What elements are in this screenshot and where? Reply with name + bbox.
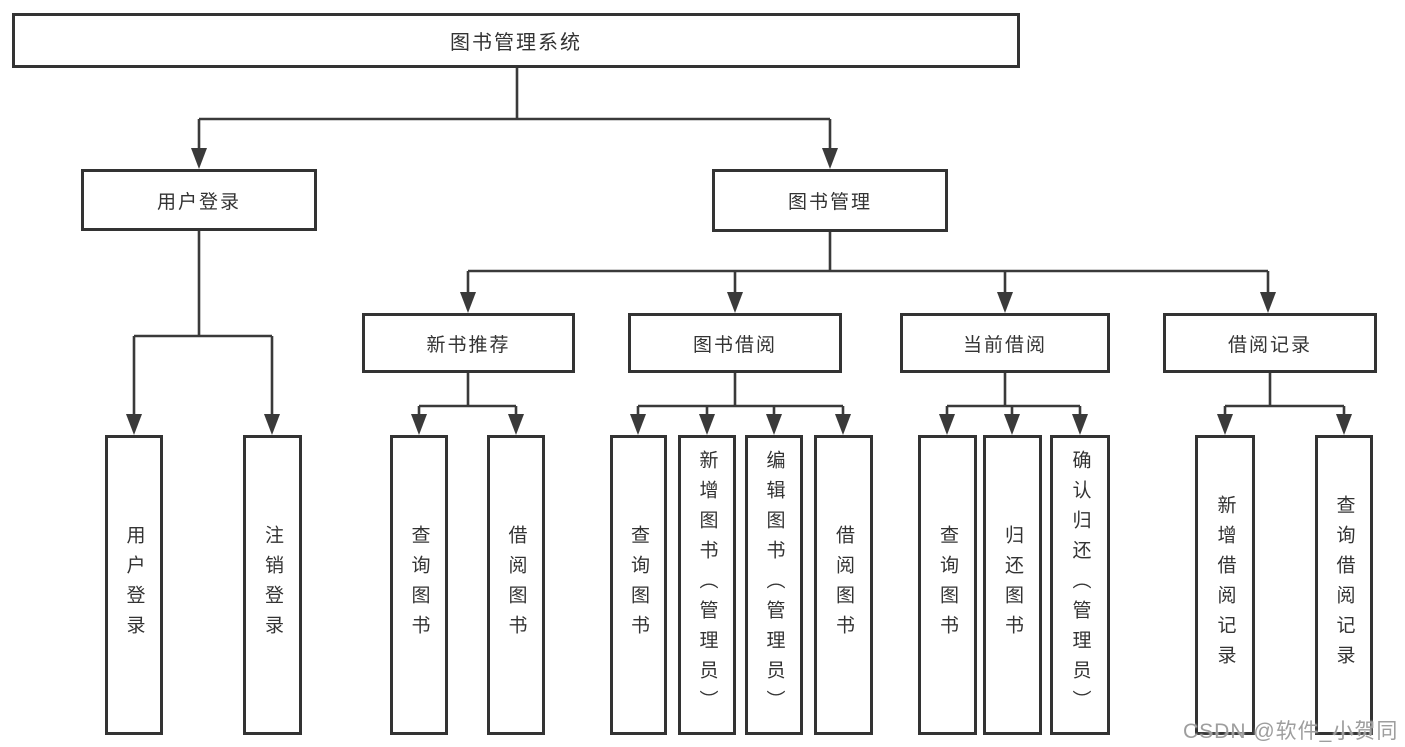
leaf-add-book-admin: 新增图书（管理员）: [678, 435, 736, 735]
leaf-query-books-2: 查询图书: [610, 435, 667, 735]
csdn-watermark: CSDN @软件_小贺同学: [1183, 720, 1399, 743]
leaf-borrow-books-1: 借阅图书: [487, 435, 545, 735]
leaf-return-book: 归还图书: [983, 435, 1042, 735]
node-book-management: 图书管理: [712, 169, 948, 232]
node-current-borrowing: 当前借阅: [900, 313, 1110, 373]
leaf-query-books-3: 查询图书: [918, 435, 977, 735]
node-user-login: 用户登录: [81, 169, 317, 231]
leaf-query-books-1: 查询图书: [390, 435, 448, 735]
node-new-book-recommendation: 新书推荐: [362, 313, 575, 373]
leaf-edit-book-admin: 编辑图书（管理员）: [745, 435, 803, 735]
leaf-add-borrow-record: 新增借阅记录: [1195, 435, 1255, 735]
leaf-user-login: 用户登录: [105, 435, 163, 735]
leaf-confirm-return-admin: 确认归还（管理员）: [1050, 435, 1110, 735]
leaf-query-borrow-record: 查询借阅记录: [1315, 435, 1373, 735]
leaf-borrow-books-2: 借阅图书: [814, 435, 873, 735]
leaf-logout: 注销登录: [243, 435, 302, 735]
node-borrowing-records: 借阅记录: [1163, 313, 1377, 373]
node-book-borrowing: 图书借阅: [628, 313, 842, 373]
node-library-management-system: 图书管理系统: [12, 13, 1020, 68]
